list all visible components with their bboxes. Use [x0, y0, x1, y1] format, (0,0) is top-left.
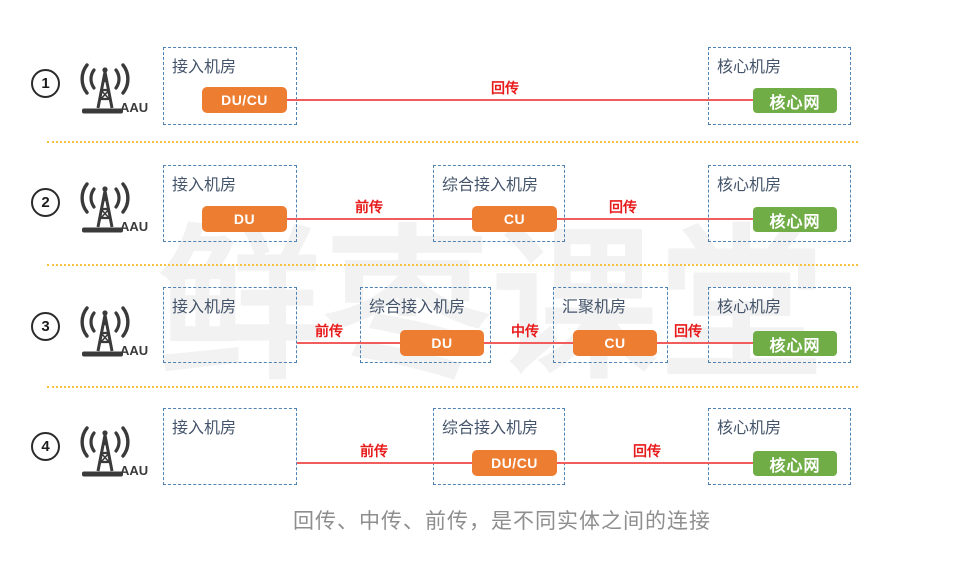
row3-room-core: 核心机房	[708, 287, 851, 363]
row3-fronthaul-label: 前传	[315, 323, 343, 339]
row3-room-access-label: 接入机房	[172, 299, 237, 316]
row4-room-integrated-access-label: 综合接入机房	[442, 420, 539, 437]
row4-room-core-label: 核心机房	[717, 420, 782, 437]
row1-aau-antenna-icon: AAU	[76, 59, 152, 119]
row1-room-access: 接入机房	[163, 47, 297, 125]
row4-room-access: 接入机房	[163, 408, 297, 485]
row3-node-du: DU	[400, 330, 484, 356]
row2-node-cu: CU	[472, 206, 557, 232]
row4-backhaul-line	[557, 462, 753, 464]
row4-fronthaul-label: 前传	[360, 443, 388, 459]
row2-room-access-label: 接入机房	[172, 177, 237, 194]
row3-room-aggregation-label: 汇聚机房	[562, 299, 627, 316]
row2-aau-antenna-icon: AAU	[76, 178, 152, 238]
row2-fronthaul-line	[287, 218, 472, 220]
row3-aau-label: AAU	[120, 343, 148, 358]
row4-node-du-cu: DU/CU	[472, 450, 557, 476]
row3-room-integrated-access-label: 综合接入机房	[369, 299, 466, 316]
row1-node-du-cu: DU/CU	[202, 87, 287, 113]
row2-room-access: 接入机房	[163, 165, 297, 242]
row1-number-badge: 1	[31, 69, 60, 98]
row4-aau-label: AAU	[120, 463, 148, 478]
watermark-text: 鲜枣课堂	[158, 214, 826, 398]
row3-room-core-label: 核心机房	[717, 299, 782, 316]
row2-backhaul-line	[557, 218, 753, 220]
row3-aau-antenna-icon: AAU	[76, 302, 152, 362]
row2-room-integrated-access: 综合接入机房	[433, 165, 565, 242]
row2-room-core: 核心机房	[708, 165, 851, 242]
row1-room-core: 核心机房	[708, 47, 851, 125]
diagram-caption: 回传、中传、前传，是不同实体之间的连接	[293, 510, 711, 533]
row2-backhaul-label: 回传	[609, 199, 637, 215]
row4-room-core: 核心机房	[708, 408, 851, 485]
row2-aau-label: AAU	[120, 219, 148, 234]
row1-backhaul-label: 回传	[491, 80, 519, 96]
row2-room-core-label: 核心机房	[717, 177, 782, 194]
row4-room-access-label: 接入机房	[172, 420, 237, 437]
row3-midhaul-label: 中传	[511, 323, 539, 339]
row3-room-access: 接入机房	[163, 287, 297, 363]
row3-room-integrated-access: 综合接入机房	[360, 287, 491, 363]
row3-number-badge: 3	[31, 312, 60, 341]
row4-room-integrated-access: 综合接入机房	[433, 408, 565, 485]
row2-fronthaul-label: 前传	[355, 199, 383, 215]
row-separator-2	[47, 264, 858, 266]
row2-number-badge: 2	[31, 188, 60, 217]
row2-node-du: DU	[202, 206, 287, 232]
row3-node-cu: CU	[573, 330, 657, 356]
row2-node-core-network: 核心网	[753, 207, 837, 232]
row3-backhaul-label: 回传	[674, 323, 702, 339]
row4-aau-antenna-icon: AAU	[76, 422, 152, 482]
row3-node-core-network: 核心网	[753, 331, 837, 356]
row3-midhaul-line	[484, 342, 573, 344]
row1-room-access-label: 接入机房	[172, 59, 237, 76]
row4-fronthaul-line	[297, 462, 472, 464]
row3-backhaul-line	[657, 342, 753, 344]
row-separator-3	[47, 386, 858, 388]
row1-backhaul-line	[286, 99, 753, 101]
row4-number-badge: 4	[31, 432, 60, 461]
row1-room-core-label: 核心机房	[717, 59, 782, 76]
row3-room-aggregation: 汇聚机房	[553, 287, 668, 363]
row1-aau-label: AAU	[120, 100, 148, 115]
row4-backhaul-label: 回传	[633, 443, 661, 459]
row2-room-integrated-access-label: 综合接入机房	[442, 177, 539, 194]
row1-node-core-network: 核心网	[753, 88, 837, 113]
row-separator-1	[47, 141, 858, 143]
row4-node-core-network: 核心网	[753, 451, 837, 476]
row3-fronthaul-line	[297, 342, 400, 344]
